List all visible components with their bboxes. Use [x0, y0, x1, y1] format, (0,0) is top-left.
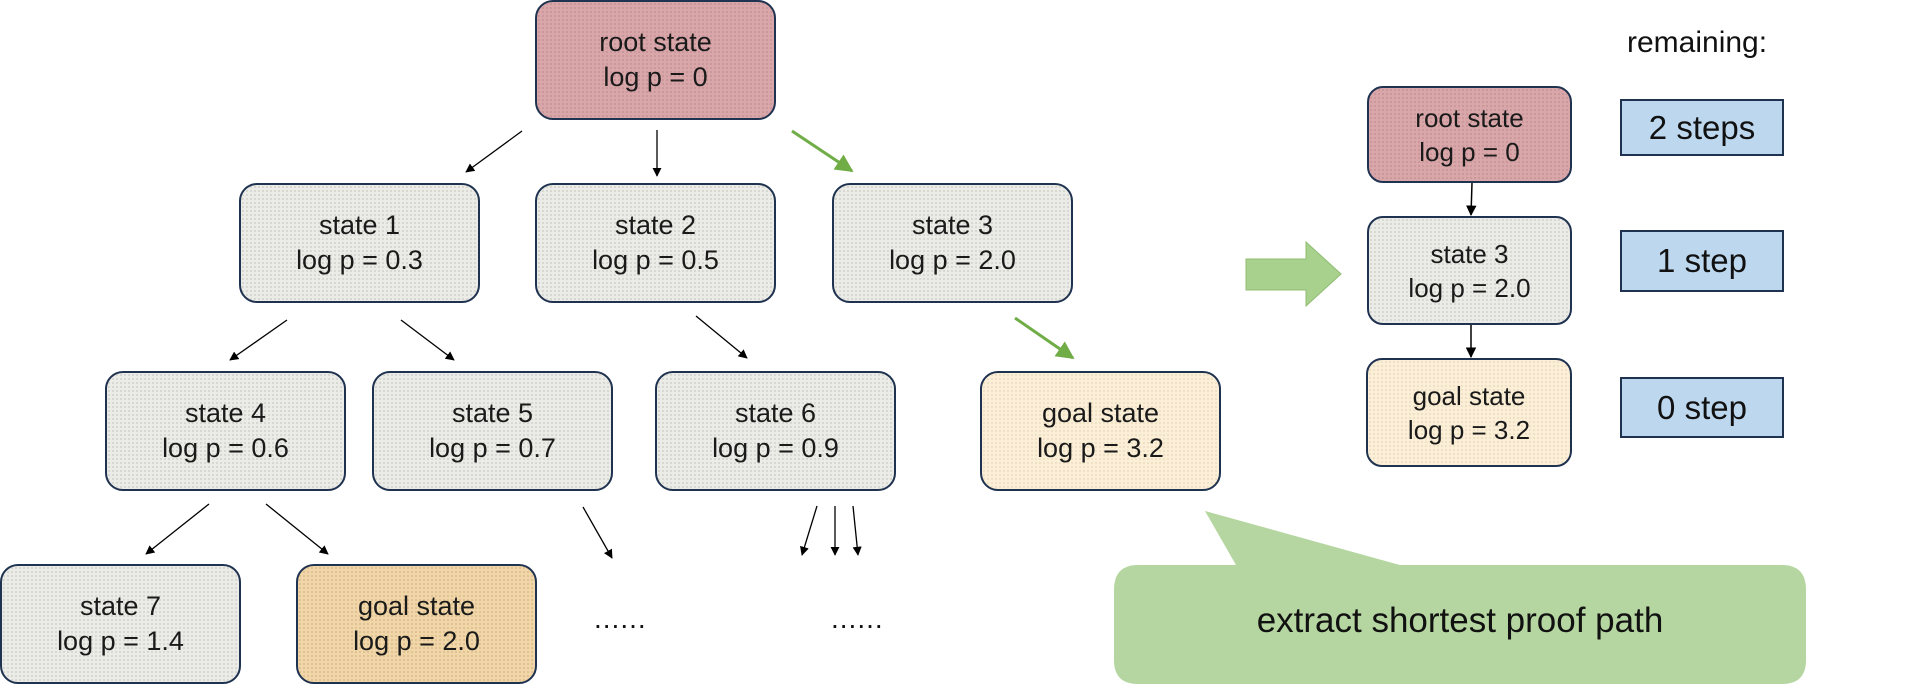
edge-s5-more	[582, 506, 613, 559]
edge-s2-s6	[695, 315, 748, 359]
node-name: goal state	[1412, 380, 1526, 411]
node-name: root state	[599, 27, 712, 57]
node-logp: log p = 3.2	[1407, 414, 1531, 445]
path-node-root-state: root state log p = 0	[1367, 86, 1572, 183]
node-name: state 2	[614, 210, 697, 240]
remaining-label: remaining:	[1627, 26, 1768, 59]
node-logp: log p = 0.6	[162, 433, 289, 463]
node-state-2: state 2 log p = 0.5	[535, 183, 776, 303]
node-logp: log p = 0	[603, 62, 708, 92]
edge-root-s1	[465, 130, 523, 173]
node-state-1: state 1 log p = 0.3	[239, 183, 480, 303]
edge-s3-goal	[1014, 316, 1075, 360]
edge-root-s3	[791, 129, 854, 173]
node-logp: log p = 3.2	[1037, 433, 1164, 463]
ellipsis-more-states-1: ......	[594, 603, 647, 634]
node-logp: log p = 2.0	[889, 245, 1016, 275]
node-name: state 6	[734, 398, 817, 428]
node-goal-state-2: goal state log p = 2.0	[296, 564, 537, 684]
node-logp: log p = 0.9	[712, 433, 839, 463]
ellipsis-more-states-2: ......	[831, 603, 884, 634]
edge-s6-more-c	[852, 505, 862, 556]
node-name: state 3	[1430, 238, 1509, 269]
node-name: state 1	[318, 210, 401, 240]
path-node-goal-state: goal state log p = 3.2	[1366, 358, 1572, 467]
node-name: root state	[1415, 102, 1524, 133]
node-state-4: state 4 log p = 0.6	[105, 371, 346, 491]
node-goal-state-best: goal state log p = 3.2	[980, 371, 1221, 491]
edge-s6-more-a	[800, 505, 818, 556]
node-state-7: state 7 log p = 1.4	[0, 564, 241, 684]
node-logp: log p = 2.0	[1408, 272, 1531, 303]
node-logp: log p = 0	[1419, 136, 1520, 167]
edge-s4-s7	[145, 503, 210, 555]
node-root-state: root state log p = 0	[535, 0, 776, 120]
node-logp: log p = 1.4	[57, 626, 184, 656]
path-edge-1	[1466, 182, 1477, 217]
node-logp: log p = 0.5	[592, 245, 719, 275]
path-node-state-3: state 3 log p = 2.0	[1367, 216, 1572, 325]
big-right-arrow	[1245, 240, 1342, 308]
edge-s1-s5	[400, 319, 455, 361]
remaining-steps-badge-1: 1 step	[1620, 230, 1784, 292]
node-logp: log p = 2.0	[353, 626, 480, 656]
callout-text: extract shortest proof path	[1256, 601, 1664, 640]
node-name: state 4	[184, 398, 267, 428]
node-name: goal state	[1041, 398, 1160, 428]
node-name: state 5	[451, 398, 534, 428]
edge-s4-goal2	[265, 503, 329, 555]
node-state-3: state 3 log p = 2.0	[832, 183, 1073, 303]
node-name: goal state	[357, 591, 476, 621]
callout-bubble	[1114, 511, 1806, 684]
remaining-steps-badge-2: 2 steps	[1620, 99, 1784, 156]
node-state-5: state 5 log p = 0.7	[372, 371, 613, 491]
node-state-6: state 6 log p = 0.9	[655, 371, 896, 491]
node-logp: log p = 0.7	[429, 433, 556, 463]
edge-s1-s4	[229, 319, 288, 361]
node-name: state 7	[79, 591, 162, 621]
remaining-steps-badge-0: 0 step	[1620, 377, 1784, 438]
node-name: state 3	[911, 210, 994, 240]
node-logp: log p = 0.3	[296, 245, 423, 275]
